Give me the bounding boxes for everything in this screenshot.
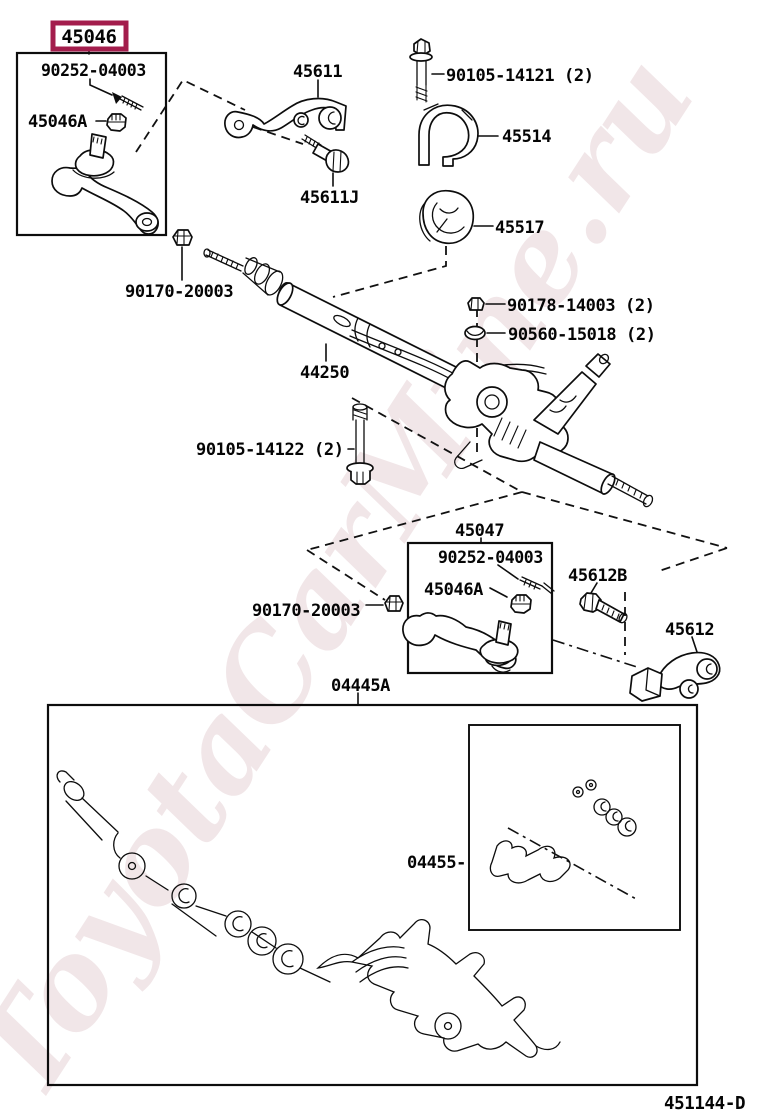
- part-label-04455: 04455-: [407, 853, 466, 873]
- part-label-45612B: 45612B: [568, 566, 627, 586]
- diagram-code: 451144-D: [664, 1094, 745, 1112]
- seal-kit-art: [489, 779, 639, 901]
- part-label-45046: 45046: [61, 26, 116, 48]
- detail-box-45047: 45047 90252-04003 45046A: [402, 521, 555, 675]
- part-label-45612: 45612: [665, 620, 714, 640]
- part-label-90105-14121: 90105-14121 (2): [446, 66, 594, 86]
- nut-90178: 90178-14003 (2): [467, 296, 655, 316]
- tie-rod-end-top: [51, 133, 159, 235]
- part-label-90252-04003-top: 90252-04003: [41, 61, 146, 80]
- bolt-90105-14121: 90105-14121 (2): [409, 38, 594, 103]
- castle-nut-top: 45046A: [28, 112, 127, 132]
- part-label-45611J: 45611J: [300, 188, 359, 208]
- part-label-45514: 45514: [502, 127, 551, 147]
- cotter-pin-top: [89, 78, 144, 111]
- steering-gear-44250: 44250: [203, 248, 654, 508]
- bolt-45612B: 45612B: [568, 566, 628, 624]
- washer-90560: 90560-15018 (2): [464, 325, 656, 345]
- gasket-kit-art: [56, 770, 561, 1058]
- part-label-45046A-top: 45046A: [28, 112, 87, 132]
- seal-kit-box-04455: 04455-: [407, 724, 681, 931]
- part-label-90178: 90178-14003 (2): [507, 296, 655, 316]
- part-label-90170-top: 90170-20003: [125, 282, 233, 302]
- part-label-45611: 45611: [293, 62, 342, 82]
- bolt-90105-14122: 90105-14122 (2): [196, 403, 374, 485]
- part-label-90105-14122: 90105-14122 (2): [196, 440, 344, 460]
- nut-90170-bottom: 90170-20003: [252, 595, 404, 621]
- clamp-45514: 45514: [418, 103, 552, 167]
- bolt-45611J: 45611J: [300, 134, 359, 208]
- part-label-45047: 45047: [455, 521, 504, 541]
- detail-box-45046: 90252-04003 45046A: [15, 51, 168, 237]
- part-label-90170-bottom: 90170-20003: [252, 601, 360, 621]
- part-label-45046A-bottom: 45046A: [424, 580, 483, 600]
- part-label-90560: 90560-15018 (2): [508, 325, 656, 345]
- nut-90170-top: 90170-20003: [125, 229, 234, 302]
- steering-arm-45611: 45611: [224, 62, 347, 139]
- part-label-04445A: 04445A: [331, 676, 390, 696]
- part-label-44250: 44250: [300, 363, 349, 383]
- tie-rod-end-bottom: [402, 587, 532, 673]
- grommet-45517: 45517: [419, 189, 545, 245]
- gasket-kit-box-04445A: 04445A: [46, 676, 699, 1087]
- red-highlight-rect: [50, 20, 129, 52]
- cotter-pin-bottom: [497, 564, 555, 595]
- part-label-45517: 45517: [495, 218, 544, 238]
- highlight-box-45046: 45046: [50, 20, 129, 55]
- part-label-90252-04003-bottom: 90252-04003: [438, 548, 543, 567]
- knuckle-arm-45612: 45612: [629, 620, 721, 702]
